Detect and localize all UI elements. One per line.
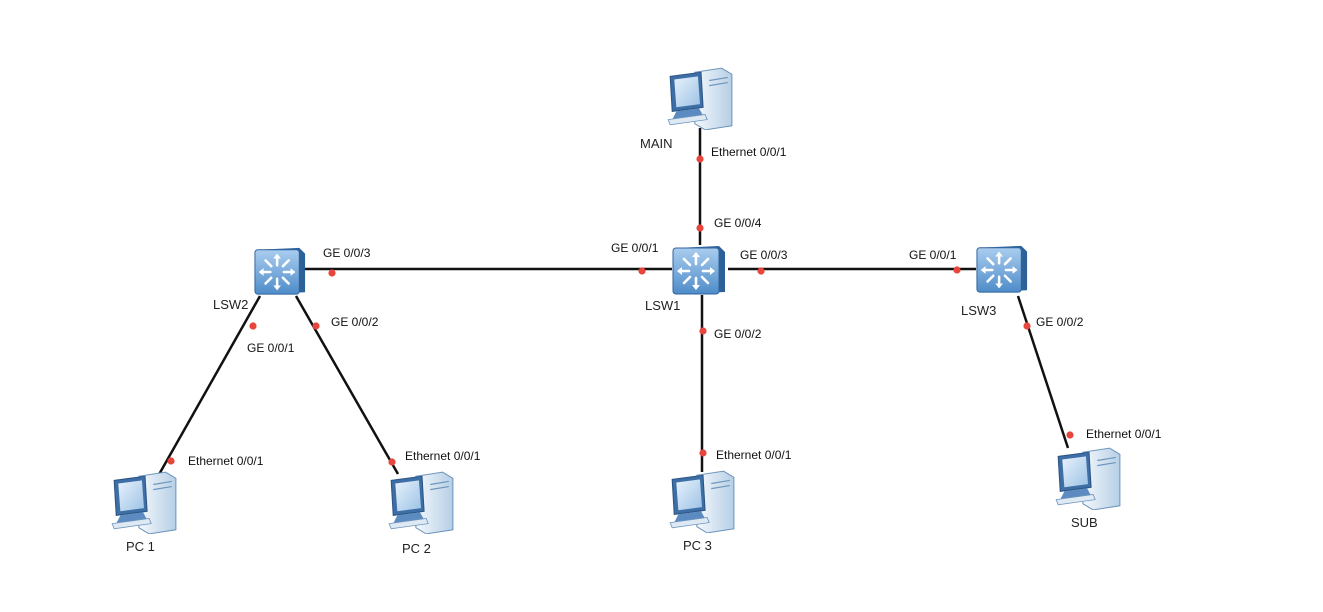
port-dot-lsw2-ge001[interactable] xyxy=(249,322,257,330)
device-label-lsw2: LSW2 xyxy=(213,297,248,312)
port-dot-pc2-eth[interactable] xyxy=(388,458,396,466)
device-label-pc1: PC 1 xyxy=(126,539,155,554)
port-label-lsw1-ge002: GE 0/0/2 xyxy=(714,327,762,341)
device-label-pc2: PC 2 xyxy=(402,541,431,556)
port-label-lsw1-ge003: GE 0/0/3 xyxy=(740,248,788,262)
port-dot-lsw1-ge004[interactable] xyxy=(696,224,704,232)
pc-icon[interactable] xyxy=(1055,447,1121,510)
port-label-lsw2-ge003: GE 0/0/3 xyxy=(323,246,371,260)
device-label-lsw3: LSW3 xyxy=(961,303,996,318)
port-dot-lsw1-ge001[interactable] xyxy=(638,267,646,275)
device-label-sub: SUB xyxy=(1071,515,1098,530)
links-layer xyxy=(155,128,1070,479)
pc-icon[interactable] xyxy=(669,470,735,533)
port-label-lsw2-ge002: GE 0/0/2 xyxy=(331,315,379,329)
port-dot-lsw3-ge001[interactable] xyxy=(953,266,961,274)
port-label-pc3-eth: Ethernet 0/0/1 xyxy=(716,448,792,462)
port-dot-lsw2-ge003[interactable] xyxy=(328,269,336,277)
port-label-lsw1-ge004: GE 0/0/4 xyxy=(714,216,762,230)
port-dot-lsw3-ge002[interactable] xyxy=(1023,322,1031,330)
port-dot-lsw2-ge002[interactable] xyxy=(312,322,320,330)
port-dot-sub-eth[interactable] xyxy=(1066,431,1074,439)
device-label-lsw1: LSW1 xyxy=(645,298,680,313)
port-label-lsw3-ge002: GE 0/0/2 xyxy=(1036,315,1084,329)
port-dots-layer xyxy=(167,155,1074,466)
port-label-lsw1-ge001: GE 0/0/1 xyxy=(611,241,659,255)
port-dot-pc3-eth[interactable] xyxy=(699,449,707,457)
device-label-main: MAIN xyxy=(640,136,673,151)
port-label-pc2-eth: Ethernet 0/0/1 xyxy=(405,449,481,463)
port-label-lsw2-ge001: GE 0/0/1 xyxy=(247,341,295,355)
link-lsw3-sub[interactable] xyxy=(1016,295,1070,449)
switch-icon[interactable] xyxy=(671,244,727,296)
pc-icon[interactable] xyxy=(667,67,733,130)
switch-icon[interactable] xyxy=(253,246,307,296)
port-label-pc1-eth: Ethernet 0/0/1 xyxy=(188,454,264,468)
port-dot-main-eth[interactable] xyxy=(696,155,704,163)
port-dot-pc1-eth[interactable] xyxy=(167,457,175,465)
pc-icon[interactable] xyxy=(111,471,177,534)
switch-icon[interactable] xyxy=(975,244,1029,294)
port-label-sub-eth: Ethernet 0/0/1 xyxy=(1086,427,1162,441)
port-label-main-eth: Ethernet 0/0/1 xyxy=(711,145,787,159)
device-label-pc3: PC 3 xyxy=(683,538,712,553)
device-labels: MAIN LSW1 LSW2 LSW3 PC 1 PC 2 PC 3 SUB xyxy=(126,136,1098,556)
port-dot-lsw1-ge003[interactable] xyxy=(757,267,765,275)
port-labels: Ethernet 0/0/1 GE 0/0/4 GE 0/0/3 GE 0/0/… xyxy=(188,145,1162,468)
port-dot-lsw1-ge002[interactable] xyxy=(699,327,707,335)
port-label-lsw3-ge001: GE 0/0/1 xyxy=(909,248,957,262)
link-lsw2-pc1[interactable] xyxy=(155,295,262,479)
pc-icon[interactable] xyxy=(388,471,454,534)
